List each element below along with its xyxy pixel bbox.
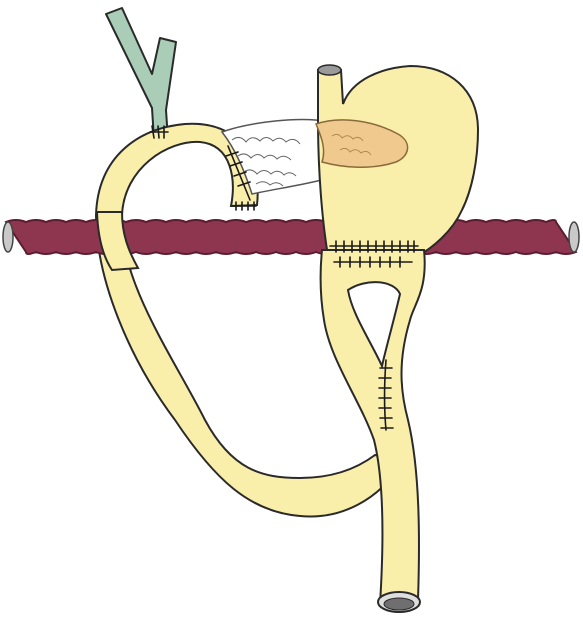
esophagus-opening <box>318 65 341 75</box>
distal-lumen <box>384 598 414 610</box>
colon-right-end <box>569 222 579 252</box>
bile-duct-shape <box>106 8 176 140</box>
efferent-limb <box>321 250 425 612</box>
bile-duct <box>106 8 176 140</box>
transverse-colon <box>3 220 579 254</box>
colon-tube <box>6 220 576 254</box>
colon-left-end <box>3 222 13 252</box>
